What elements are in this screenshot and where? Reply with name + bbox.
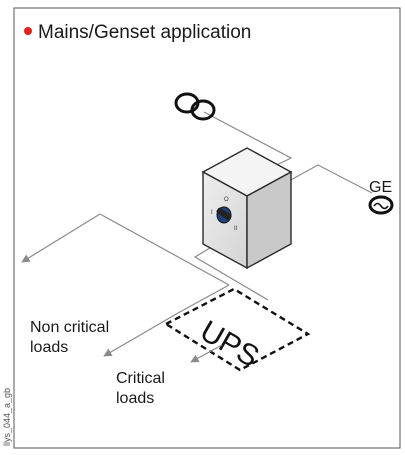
critical-arrow bbox=[190, 344, 223, 363]
critical-bus-line bbox=[177, 284, 230, 314]
figure-frame bbox=[13, 7, 401, 449]
non-critical-label-line1: Non critical bbox=[30, 319, 109, 336]
switch-pos-1: I bbox=[211, 210, 213, 216]
mains-transformer-icon bbox=[174, 92, 216, 121]
transfer-switch-box: O I II bbox=[201, 147, 293, 270]
critical-label-line1: Critical bbox=[116, 370, 165, 387]
ge-label: GE bbox=[369, 179, 392, 196]
figure-id: llys_044_a_gb bbox=[2, 388, 12, 446]
non-critical-label-line2: loads bbox=[30, 339, 68, 356]
ups-dashed-box bbox=[163, 287, 311, 372]
switch-pos-off: O bbox=[224, 197, 229, 203]
diagram-title: Mains/Genset application bbox=[38, 22, 251, 43]
generator-icon bbox=[368, 195, 394, 215]
title-bullet bbox=[24, 27, 32, 35]
load-bus-line bbox=[99, 213, 230, 286]
non-critical-arrow-left bbox=[21, 213, 101, 263]
non-critical-arrow bbox=[103, 312, 179, 357]
switch-pos-2: II bbox=[234, 226, 238, 232]
critical-label-line2: loads bbox=[116, 390, 154, 407]
selector-knob-icon bbox=[216, 206, 232, 224]
generator-line bbox=[286, 164, 373, 194]
